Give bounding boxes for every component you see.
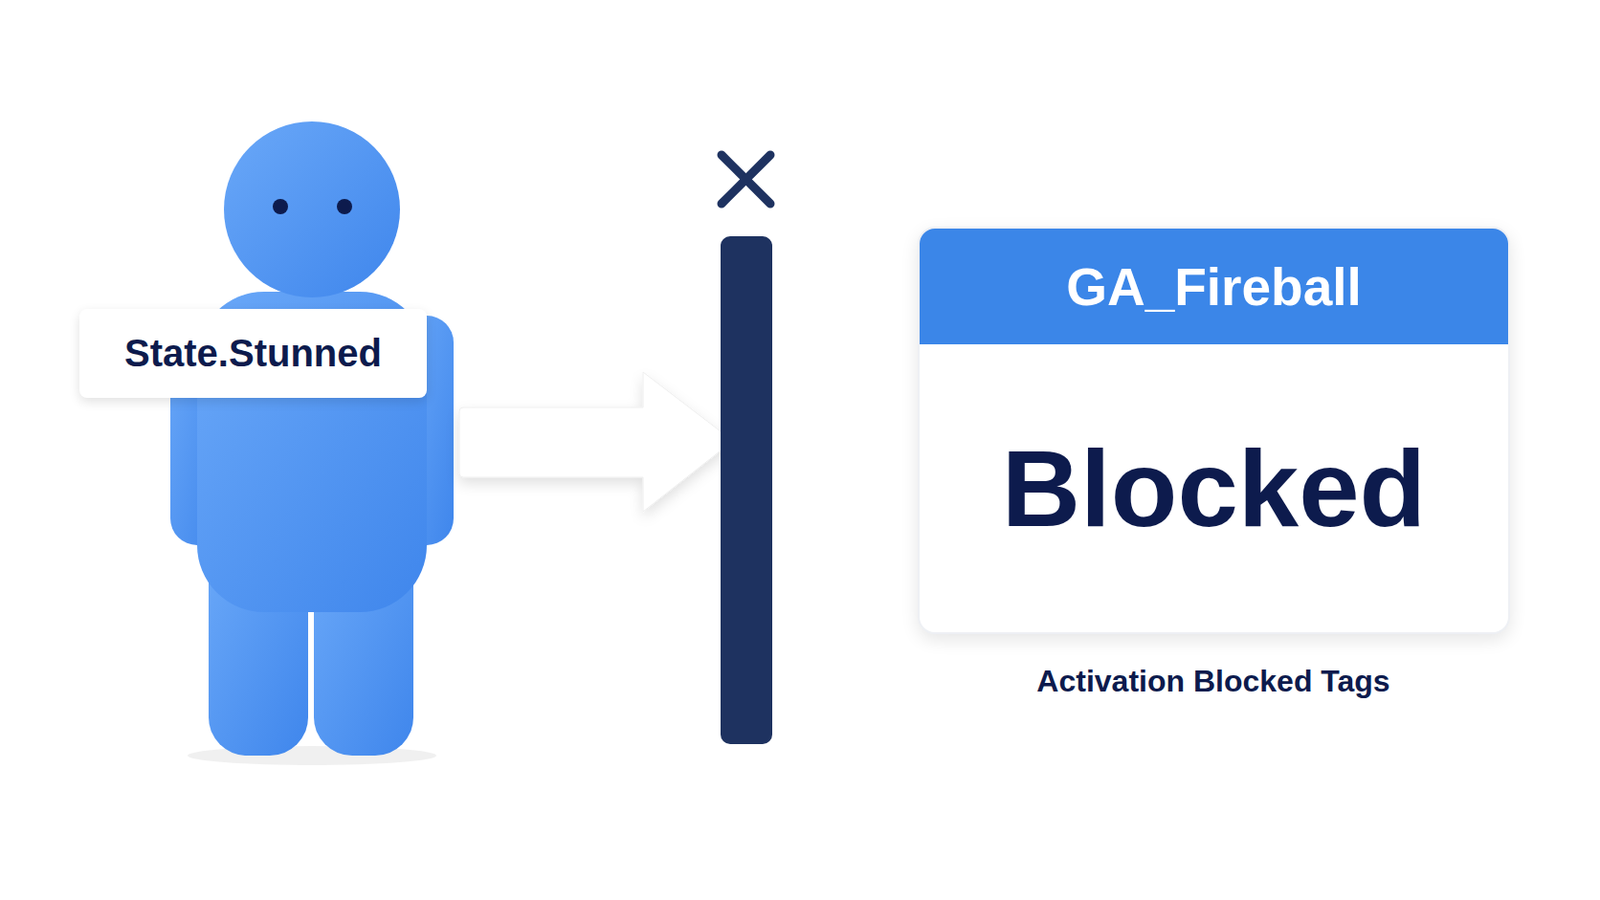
caption-label: Activation Blocked Tags — [1036, 664, 1390, 700]
stunned-figure — [170, 121, 454, 766]
card-header: GA_Fireball — [919, 228, 1509, 345]
state-tag-box: State.Stunned — [79, 309, 427, 399]
block-arrow — [459, 372, 734, 512]
status-text: Blocked — [1001, 425, 1426, 552]
state-tag-text: State.Stunned — [124, 332, 382, 376]
card-title: GA_Fireball — [1066, 256, 1362, 318]
cross-symbol — [721, 155, 771, 204]
card-body: Blocked — [919, 344, 1509, 633]
barrier-wall — [720, 236, 773, 745]
ability-card: GA_FireballBlocked — [917, 226, 1511, 635]
